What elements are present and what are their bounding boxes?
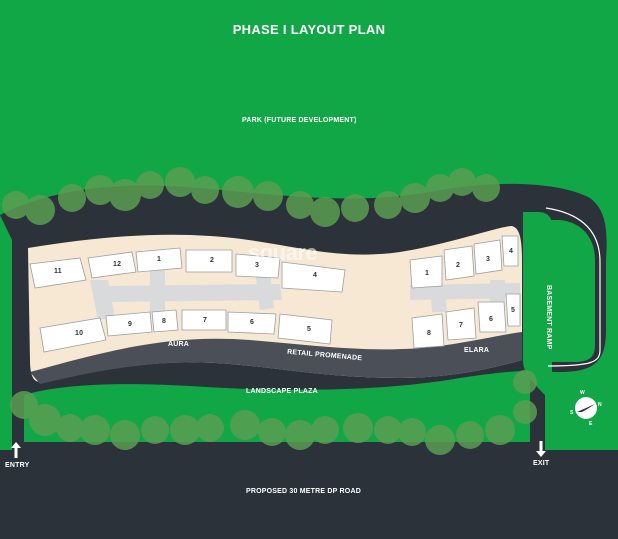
landscape-plaza-label: LANDSCAPE PLAZA	[246, 388, 318, 395]
entry-label: ENTRY	[5, 462, 30, 469]
elara-tower-6	[477, 301, 507, 333]
elara-label: ELARA	[464, 347, 490, 354]
aura-tower-label: 2	[210, 257, 215, 264]
aura-tower-label: 11	[54, 268, 62, 275]
basement-ramp-label: BASEMENT RAMP	[545, 285, 552, 350]
retail-promenade	[30, 332, 522, 384]
aura-tower-8	[151, 309, 179, 333]
dp-road-label: PROPOSED 30 METRE DP ROAD	[246, 488, 361, 495]
ramp-island	[546, 220, 595, 362]
exit-label: EXIT	[533, 460, 550, 467]
elara-tower-5	[505, 293, 521, 327]
aura-tower-label: 3	[255, 262, 260, 269]
basement-ramp-line	[545, 207, 601, 367]
elara-tower-2	[443, 245, 475, 281]
aura-tower-label: 10	[75, 330, 84, 337]
elara-tower-3	[473, 239, 503, 275]
elara-tower-label: 6	[489, 316, 494, 323]
aura-tower-label: 4	[313, 272, 318, 279]
compass-icon	[575, 397, 597, 419]
aura-tower-label: 1	[157, 256, 162, 263]
aura-tower-label: 7	[203, 317, 208, 324]
aura-tower-4	[281, 261, 346, 293]
aura-tower-1	[135, 247, 183, 273]
aura-tower-label: 9	[128, 321, 133, 328]
aura-tower-11	[29, 257, 87, 289]
aura-tower-2	[185, 249, 233, 273]
elara-tower-8	[411, 313, 445, 349]
compass-west: W	[580, 390, 585, 396]
aura-tower-9	[105, 311, 153, 337]
elara-tower-label: 8	[427, 330, 432, 337]
elara-tower-label: 2	[456, 262, 461, 269]
aura-tower-3	[235, 253, 281, 279]
elara-towers	[409, 235, 521, 349]
elara-tower-4	[501, 235, 519, 267]
compass-north: N	[598, 402, 602, 408]
elara-tower-label: 7	[459, 322, 464, 329]
elara-tower-label: 5	[511, 307, 516, 314]
entry-arrow-icon	[11, 442, 21, 458]
elara-tower-7	[445, 307, 477, 341]
exit-arrow-icon	[536, 441, 546, 457]
aura-tower-10	[39, 317, 107, 353]
aura-tower-label: 8	[162, 318, 167, 325]
internal-road-label: INTERNAL ROAD	[248, 224, 309, 231]
park-label: PARK (FUTURE DEVELOPMENT)	[242, 117, 357, 124]
aura-tower-label: 5	[307, 326, 312, 333]
page-title: PHASE I LAYOUT PLAN	[232, 22, 386, 37]
aura-tower-6	[227, 311, 277, 335]
elara-tower-1	[409, 255, 443, 289]
elara-tower-label: 3	[486, 256, 491, 263]
watermark: square	[248, 240, 318, 265]
aura-tower-label: 6	[250, 319, 255, 326]
aura-label: AURA	[168, 341, 190, 348]
compass-east: E	[589, 421, 593, 427]
elara-tower-label: 4	[509, 248, 514, 255]
trees	[2, 167, 537, 455]
aura-tower-label: 12	[113, 261, 122, 268]
compass-south: S	[570, 410, 574, 416]
aura-tower-12	[87, 251, 137, 279]
corridors	[90, 268, 520, 320]
elara-tower-label: 1	[425, 270, 430, 277]
aura-towers	[29, 247, 346, 353]
aura-tower-5	[277, 313, 333, 345]
aura-tower-7	[181, 309, 227, 331]
